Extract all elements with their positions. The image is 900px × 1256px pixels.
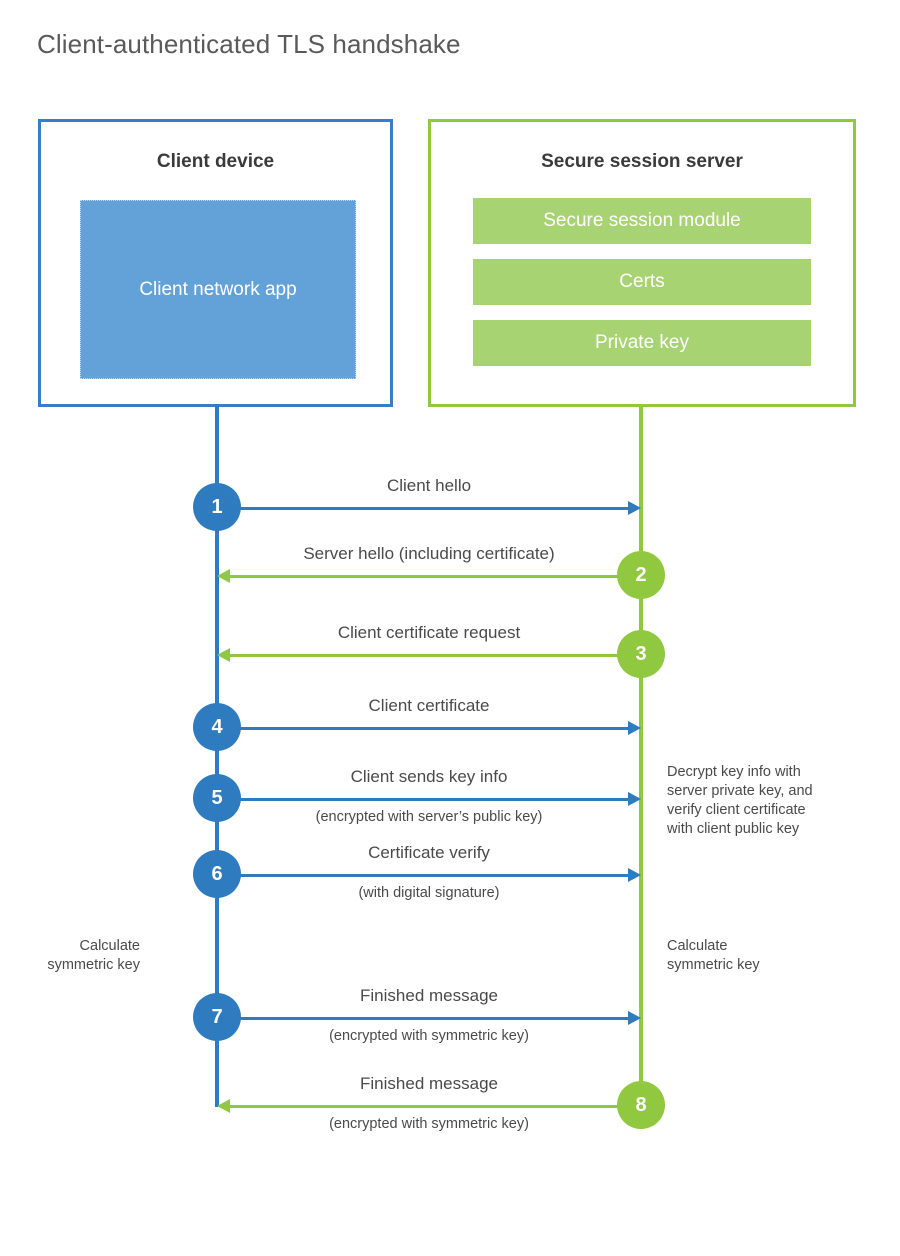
message-1-arrowhead bbox=[628, 501, 641, 515]
step-badge-1[interactable]: 1 bbox=[193, 483, 241, 531]
server-lifeline bbox=[639, 404, 643, 1107]
message-8-line bbox=[230, 1105, 641, 1108]
note-server-calculate-symmetric-key: Calculate symmetric key bbox=[667, 938, 760, 974]
message-4-line bbox=[217, 727, 628, 730]
secure-session-server-box: Secure session server Secure session mod… bbox=[428, 119, 856, 407]
message-5-line bbox=[217, 798, 628, 801]
message-5-sublabel: (encrypted with server’s public key) bbox=[315, 809, 543, 825]
message-3-label: Client certificate request bbox=[337, 623, 521, 642]
server-module-secure-session: Secure session module bbox=[473, 198, 811, 244]
step-badge-2[interactable]: 2 bbox=[617, 551, 665, 599]
server-module-stack: Secure session module Certs Private key bbox=[473, 198, 811, 366]
secure-session-server-title: Secure session server bbox=[541, 151, 743, 172]
server-module-private-key: Private key bbox=[473, 320, 811, 366]
message-6-arrowhead bbox=[628, 868, 641, 882]
server-module-certs: Certs bbox=[473, 259, 811, 305]
message-3-line bbox=[230, 654, 641, 657]
step-badge-6[interactable]: 6 bbox=[193, 850, 241, 898]
client-device-box: Client device Client network app bbox=[38, 119, 393, 407]
message-6-line bbox=[217, 874, 628, 877]
message-2-arrowhead bbox=[217, 569, 230, 583]
message-2-line bbox=[230, 575, 641, 578]
message-8-arrowhead bbox=[217, 1099, 230, 1113]
message-7-arrowhead bbox=[628, 1011, 641, 1025]
note-server-decrypt: Decrypt key info with server private key… bbox=[667, 764, 813, 838]
message-7-sublabel: (encrypted with symmetric key) bbox=[329, 1028, 529, 1044]
message-4-arrowhead bbox=[628, 721, 641, 735]
message-6-label: Certificate verify bbox=[368, 843, 490, 862]
message-1-line bbox=[217, 507, 628, 510]
client-network-app-block: Client network app bbox=[80, 200, 356, 379]
message-4-label: Client certificate bbox=[368, 696, 490, 715]
message-1-label: Client hello bbox=[386, 476, 472, 495]
message-5-label: Client sends key info bbox=[350, 767, 508, 786]
step-badge-3[interactable]: 3 bbox=[617, 630, 665, 678]
message-7-line bbox=[217, 1017, 628, 1020]
message-6-sublabel: (with digital signature) bbox=[358, 885, 500, 901]
client-device-title: Client device bbox=[156, 151, 275, 172]
message-8-sublabel: (encrypted with symmetric key) bbox=[329, 1116, 529, 1132]
step-badge-4[interactable]: 4 bbox=[193, 703, 241, 751]
step-badge-7[interactable]: 7 bbox=[193, 993, 241, 1041]
message-8-label: Finished message bbox=[360, 1074, 498, 1093]
note-client-calculate-symmetric-key: Calculate symmetric key bbox=[47, 938, 140, 974]
message-5-arrowhead bbox=[628, 792, 641, 806]
message-3-arrowhead bbox=[217, 648, 230, 662]
step-badge-8[interactable]: 8 bbox=[617, 1081, 665, 1129]
message-2-label: Server hello (including certificate) bbox=[303, 544, 555, 563]
step-badge-5[interactable]: 5 bbox=[193, 774, 241, 822]
message-7-label: Finished message bbox=[360, 986, 498, 1005]
page-title: Client-authenticated TLS handshake bbox=[37, 29, 461, 59]
client-lifeline bbox=[215, 404, 219, 1107]
